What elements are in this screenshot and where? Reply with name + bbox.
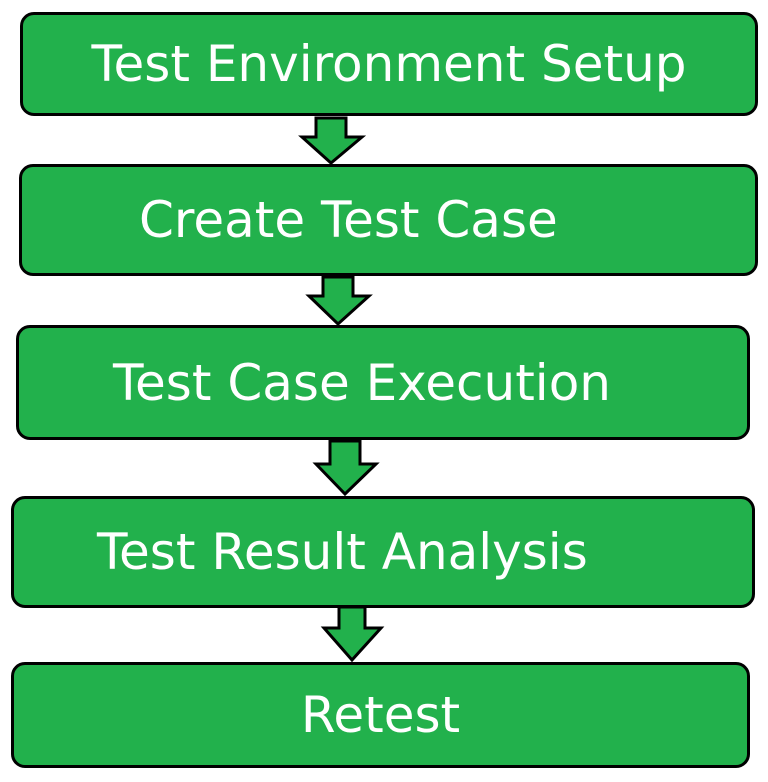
step-label: Retest	[300, 686, 461, 744]
down-arrow-icon	[305, 275, 373, 327]
step-label: Test Result Analysis	[97, 523, 588, 581]
step-retest: Retest	[11, 662, 750, 768]
step-create-test-case: Create Test Case	[19, 164, 758, 276]
step-label: Test Environment Setup	[91, 35, 687, 93]
down-arrow-icon	[320, 605, 385, 663]
step-label: Create Test Case	[139, 191, 558, 249]
step-test-environment-setup: Test Environment Setup	[20, 12, 758, 116]
step-label: Test Case Execution	[113, 353, 611, 412]
step-test-result-analysis: Test Result Analysis	[11, 496, 755, 608]
step-test-case-execution: Test Case Execution	[16, 325, 750, 440]
down-arrow-icon	[298, 116, 367, 165]
down-arrow-icon	[312, 439, 380, 497]
